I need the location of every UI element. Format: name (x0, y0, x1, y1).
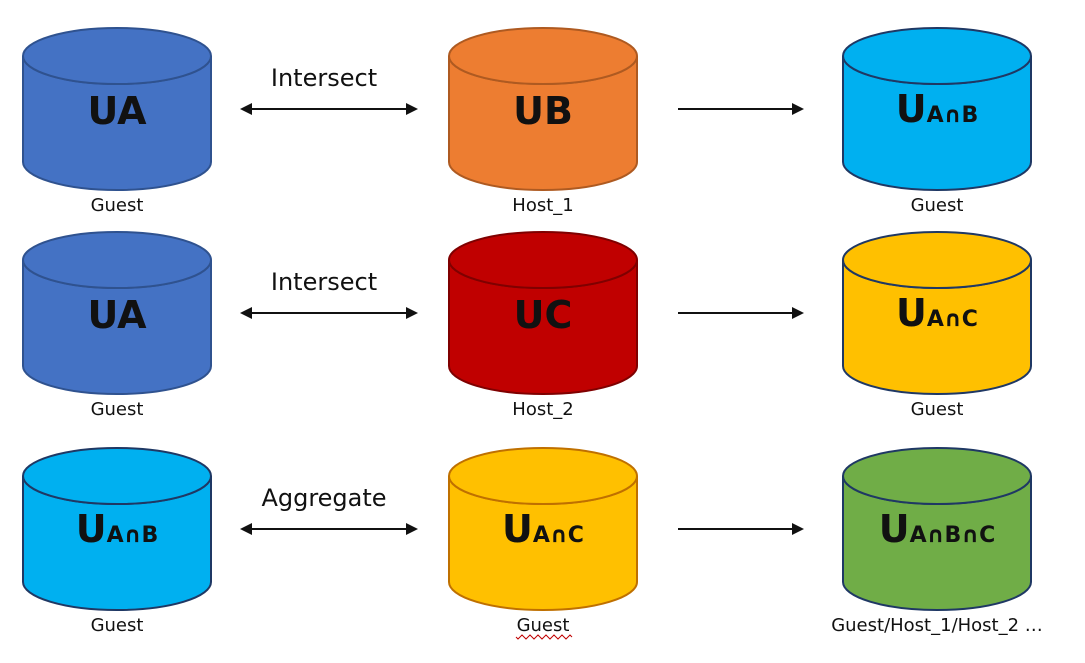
dataset-name: UA∩C (502, 507, 584, 551)
dataset-right-row-3: UA∩B∩C (842, 447, 1032, 611)
dataset-left-row-1: UA (22, 27, 212, 191)
operation-label: Intersect (271, 64, 377, 92)
cylinder-top (22, 231, 212, 289)
party-label: Guest (911, 399, 964, 420)
operation-label: Intersect (271, 268, 377, 296)
party-label: Guest (91, 399, 144, 420)
cylinder-top (842, 27, 1032, 85)
dataset-middle-row-2: UC (448, 231, 638, 395)
party-label: Guest (91, 195, 144, 216)
dataset-name: UA (87, 293, 147, 337)
cylinder-top (448, 231, 638, 289)
dataset-name: UA∩B (896, 87, 979, 131)
dataset-name: UC (514, 293, 573, 337)
diagram-root: UAGuestUBHost_1UA∩BGuestIntersectUAGuest… (22, 27, 1043, 640)
dataset-name: UA (87, 89, 147, 133)
cylinder-top (842, 447, 1032, 505)
cylinder-top (22, 27, 212, 85)
dataset-right-row-2: UA∩C (842, 231, 1032, 395)
cylinder-top (448, 447, 638, 505)
cylinder-top (22, 447, 212, 505)
cylinder-top (842, 231, 1032, 289)
party-label: Guest (911, 195, 964, 216)
cylinder-top (448, 27, 638, 85)
dataset-name: UA∩B (76, 507, 159, 551)
spellcheck-underline (515, 634, 573, 640)
operation-label: Aggregate (261, 484, 386, 512)
dataset-middle-row-1: UB (448, 27, 638, 191)
dataset-name: UA∩B∩C (879, 507, 996, 551)
dataset-name: UB (513, 89, 573, 133)
party-label: Guest/Host_1/Host_2 … (831, 615, 1043, 636)
dataset-left-row-2: UA (22, 231, 212, 395)
dataset-middle-row-3: UA∩C (448, 447, 638, 611)
party-label: Guest (517, 615, 570, 636)
party-label: Guest (91, 615, 144, 636)
dataset-left-row-3: UA∩B (22, 447, 212, 611)
dataset-name: UA∩C (896, 291, 978, 335)
party-label: Host_2 (512, 399, 573, 420)
dataset-right-row-1: UA∩B (842, 27, 1032, 191)
party-label: Host_1 (512, 195, 573, 216)
